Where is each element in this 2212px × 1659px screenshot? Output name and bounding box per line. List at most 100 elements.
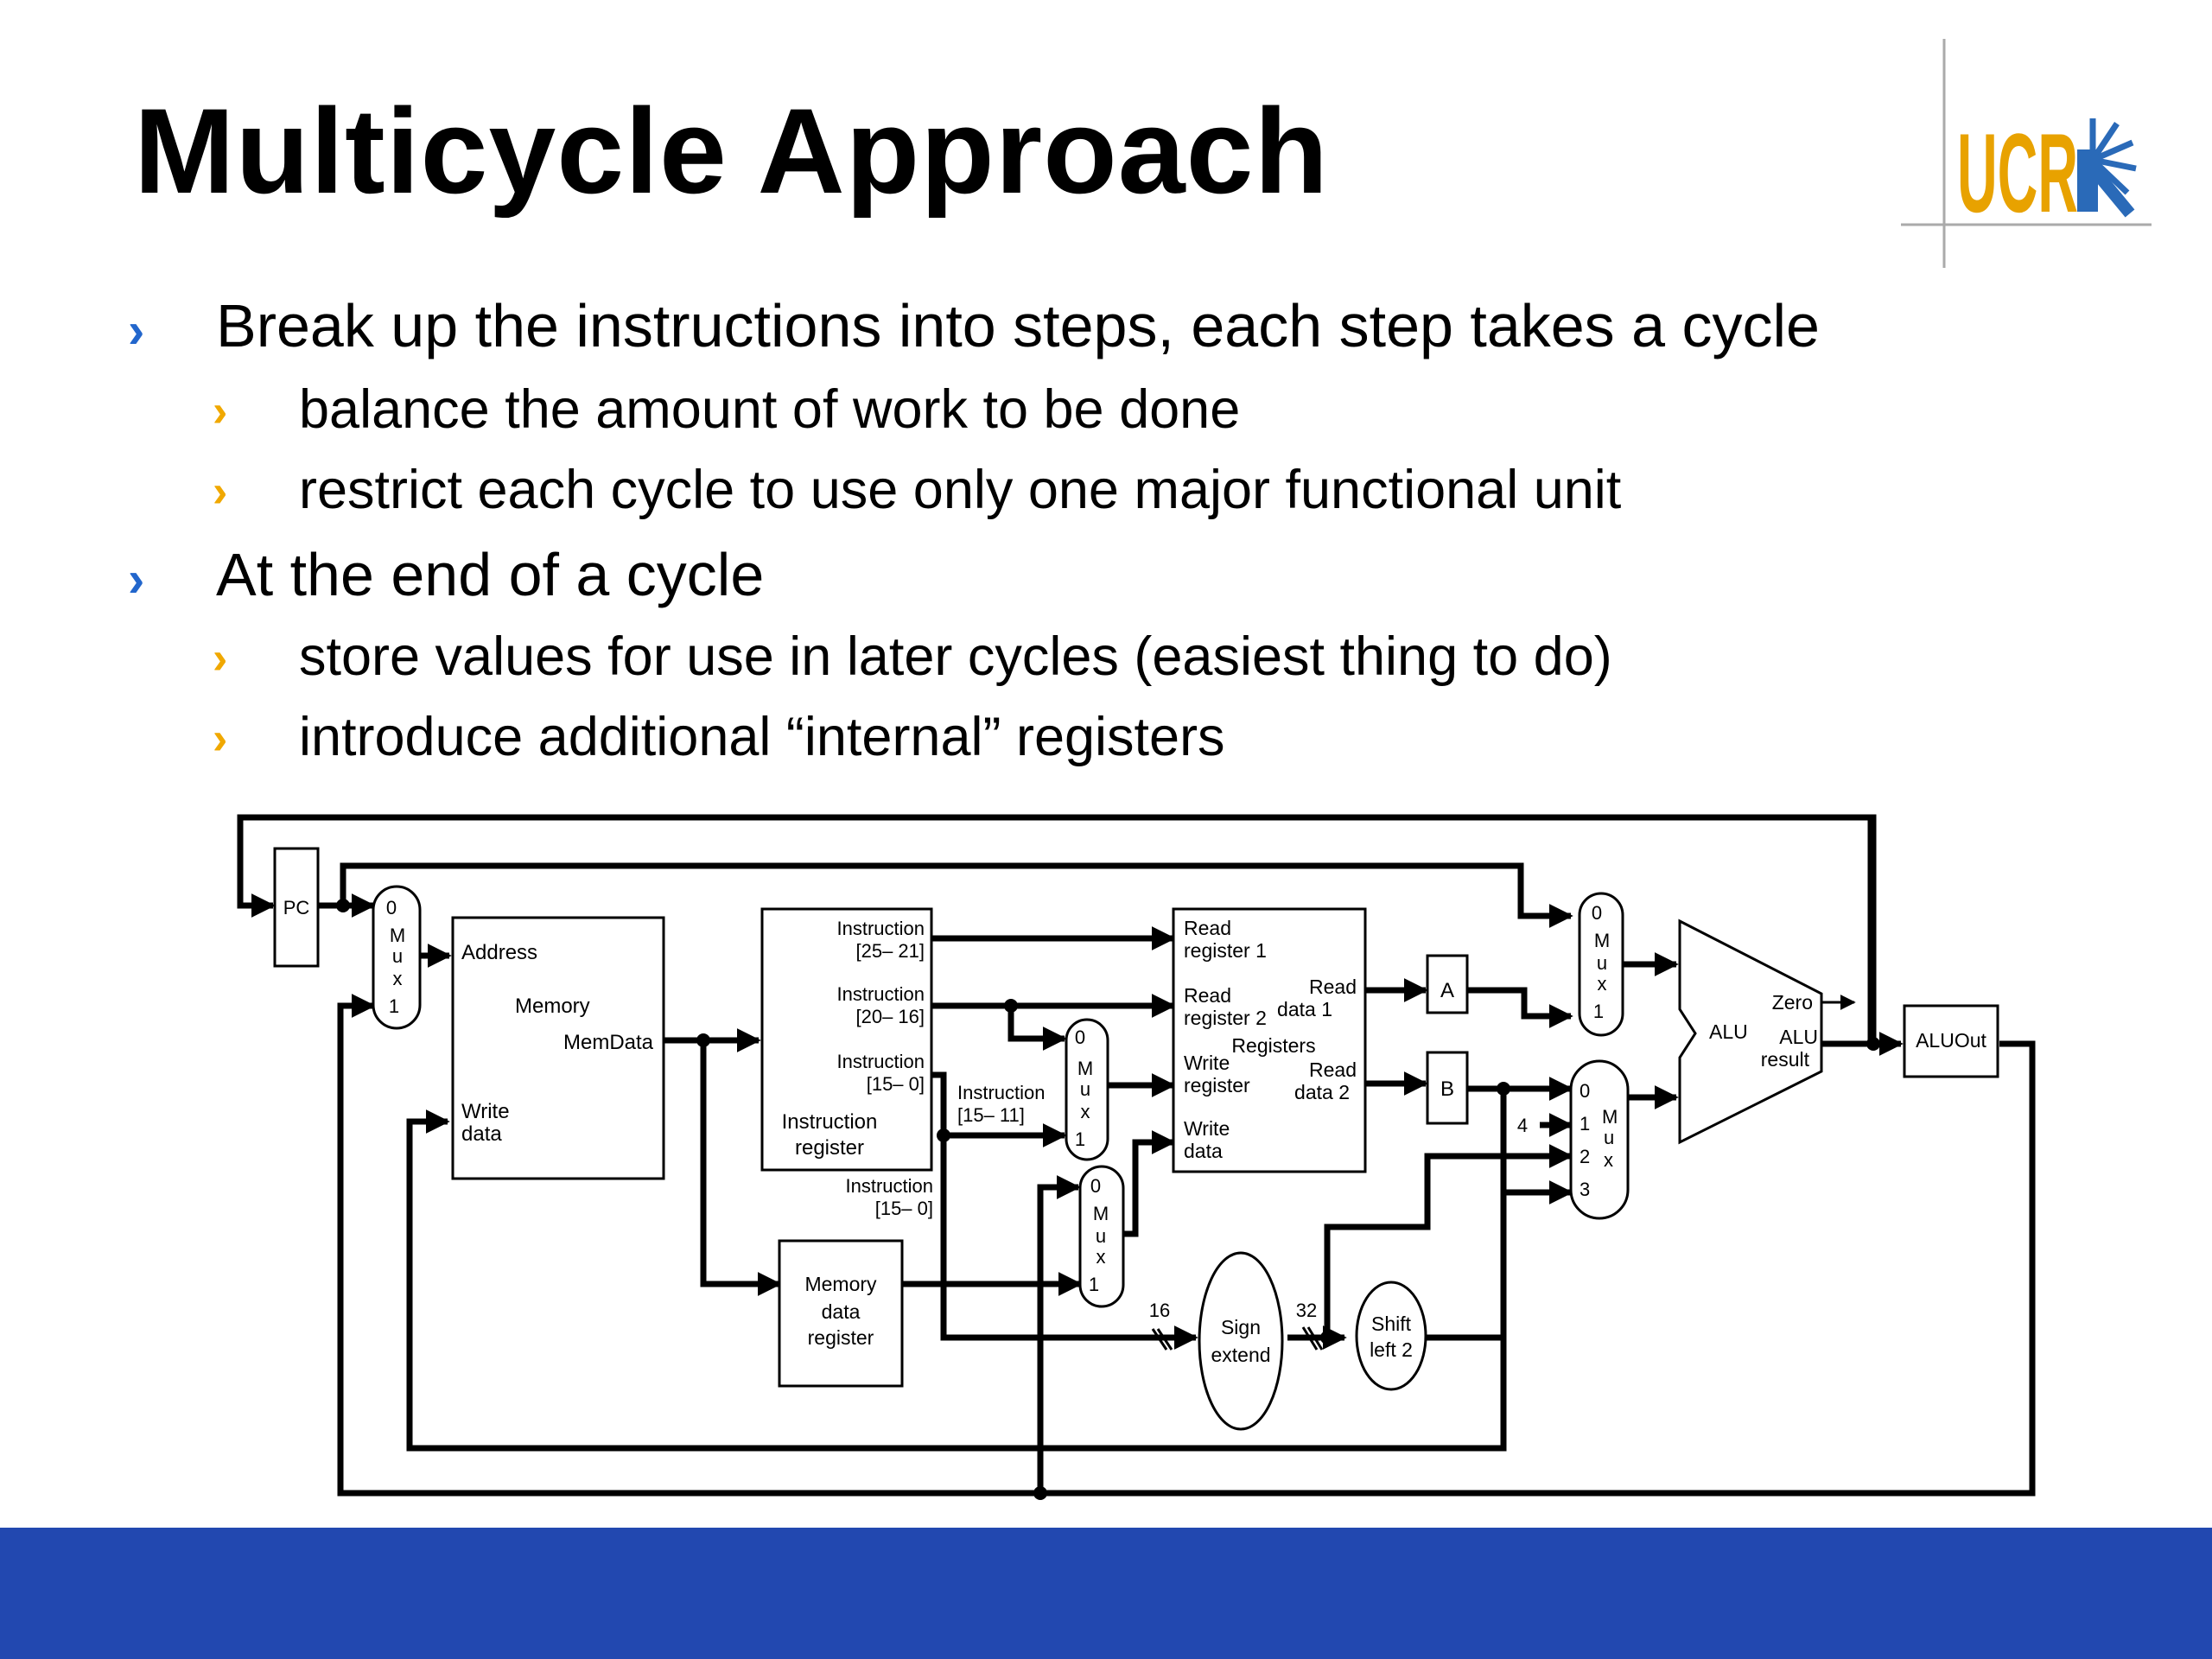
bullet-marker-icon: › [213, 633, 228, 683]
footer-bar [0, 1528, 2212, 1659]
svg-text:data: data [1184, 1140, 1223, 1162]
svg-text:left 2: left 2 [1370, 1338, 1413, 1361]
svg-text:ALU: ALU [1709, 1020, 1748, 1043]
svg-text:4: 4 [1517, 1115, 1528, 1136]
bullet-item: introduce additional “internal” register… [299, 707, 1225, 767]
svg-text:Write: Write [461, 1100, 510, 1123]
svg-text:x: x [1081, 1101, 1090, 1122]
svg-text:M: M [1602, 1106, 1618, 1128]
alu-source-a-mux [1578, 892, 1624, 1037]
svg-text:register 2: register 2 [1184, 1007, 1267, 1029]
memory-data-register [778, 1239, 904, 1388]
svg-text:x: x [393, 968, 403, 989]
bullet-item: Break up the instructions into steps, ea… [216, 292, 1820, 359]
bullet-item: store values for use in later cycles (ea… [299, 626, 1612, 687]
svg-text:x: x [1096, 1246, 1106, 1268]
svg-text:Instruction: Instruction [957, 1082, 1046, 1103]
write-register-mux [1065, 1018, 1109, 1161]
svg-text:Memory: Memory [515, 995, 590, 1018]
svg-text:Instruction: Instruction [837, 1051, 925, 1072]
svg-text:M: M [1077, 1058, 1093, 1079]
a-register [1426, 954, 1469, 1014]
bullet-item: restrict each cycle to use only one majo… [299, 460, 1622, 520]
svg-text:Instruction: Instruction [846, 1175, 934, 1197]
svg-text:M: M [1093, 1203, 1109, 1224]
bullet-marker-icon: › [128, 302, 145, 359]
aluout-register [1903, 1004, 1999, 1078]
svg-text:Instruction: Instruction [837, 918, 925, 939]
wire-junctions [336, 899, 1880, 1500]
svg-text:16: 16 [1149, 1300, 1170, 1321]
svg-text:Zero: Zero [1772, 991, 1813, 1014]
memory-address-mux [372, 885, 422, 1030]
svg-text:data 2: data 2 [1294, 1081, 1350, 1103]
svg-text:[25– 21]: [25– 21] [855, 940, 925, 962]
svg-text:Read: Read [1184, 917, 1231, 939]
svg-text:[15– 0]: [15– 0] [875, 1198, 933, 1219]
svg-text:MemData: MemData [563, 1031, 654, 1054]
svg-text:Instruction: Instruction [837, 983, 925, 1005]
svg-text:result: result [1761, 1048, 1810, 1071]
svg-text:32: 32 [1296, 1300, 1317, 1321]
svg-text:M: M [1594, 930, 1610, 951]
svg-text:Read: Read [1184, 984, 1231, 1007]
instruction-register [760, 907, 933, 1172]
svg-text:1: 1 [1580, 1113, 1590, 1135]
svg-text:0: 0 [1090, 1175, 1101, 1197]
svg-text:register: register [795, 1136, 864, 1160]
pc-register [273, 847, 320, 968]
logo-text: UCR [1957, 110, 2078, 236]
svg-text:register: register [808, 1326, 874, 1349]
memory-unit [451, 916, 665, 1180]
svg-text:Instruction: Instruction [782, 1110, 878, 1134]
svg-text:ALU: ALU [1779, 1026, 1818, 1048]
svg-text:1: 1 [1075, 1128, 1085, 1150]
logo-rays-icon [2089, 118, 2137, 195]
svg-text:x: x [1598, 973, 1607, 995]
bullet-item: At the end of a cycle [216, 541, 765, 608]
svg-text:Write: Write [1184, 1052, 1230, 1074]
svg-text:register 1: register 1 [1184, 939, 1267, 962]
mux-input-label: 0 [386, 897, 397, 918]
ucr-logo: UCR [1901, 39, 2152, 268]
svg-text:0: 0 [1075, 1027, 1085, 1048]
bullet-item: balance the amount of work to be done [299, 379, 1241, 440]
bullet-marker-icon: › [213, 386, 228, 436]
alu [1678, 918, 1823, 1145]
svg-text:1: 1 [1593, 1001, 1604, 1022]
shift-left-2-unit [1355, 1281, 1427, 1391]
svg-text:[15– 11]: [15– 11] [957, 1104, 1025, 1126]
svg-text:Memory: Memory [804, 1273, 877, 1295]
svg-text:Write: Write [1184, 1117, 1230, 1140]
svg-text:Sign: Sign [1221, 1316, 1261, 1338]
svg-text:u: u [1096, 1225, 1106, 1247]
svg-text:2: 2 [1580, 1146, 1590, 1167]
svg-text:u: u [1080, 1078, 1090, 1100]
pc-label: PC [283, 897, 310, 918]
svg-text:M: M [390, 925, 405, 946]
svg-text:extend: extend [1211, 1344, 1270, 1366]
svg-text:register: register [1184, 1074, 1250, 1096]
svg-text:[15– 0]: [15– 0] [867, 1073, 925, 1095]
svg-text:Registers: Registers [1231, 1034, 1315, 1057]
svg-text:3: 3 [1580, 1179, 1590, 1200]
svg-text:ALUOut: ALUOut [1916, 1029, 1986, 1052]
svg-text:1: 1 [389, 995, 399, 1017]
slide-title: Multicycle Approach [134, 83, 1329, 219]
bullet-marker-icon: › [213, 467, 228, 517]
svg-text:u: u [1597, 952, 1607, 974]
svg-text:Address: Address [461, 941, 537, 964]
svg-text:data: data [822, 1300, 861, 1323]
svg-text:u: u [1604, 1127, 1614, 1148]
svg-text:data 1: data 1 [1277, 998, 1332, 1020]
svg-text:Read: Read [1309, 1058, 1357, 1081]
svg-text:Shift: Shift [1371, 1313, 1412, 1335]
svg-text:A: A [1440, 979, 1454, 1002]
alu-source-b-mux [1569, 1059, 1630, 1220]
bullet-marker-icon: › [213, 714, 228, 764]
svg-text:B: B [1440, 1077, 1454, 1101]
svg-text:[20– 16]: [20– 16] [855, 1006, 925, 1027]
svg-text:data: data [461, 1122, 502, 1146]
bullet-marker-icon: › [128, 551, 145, 607]
